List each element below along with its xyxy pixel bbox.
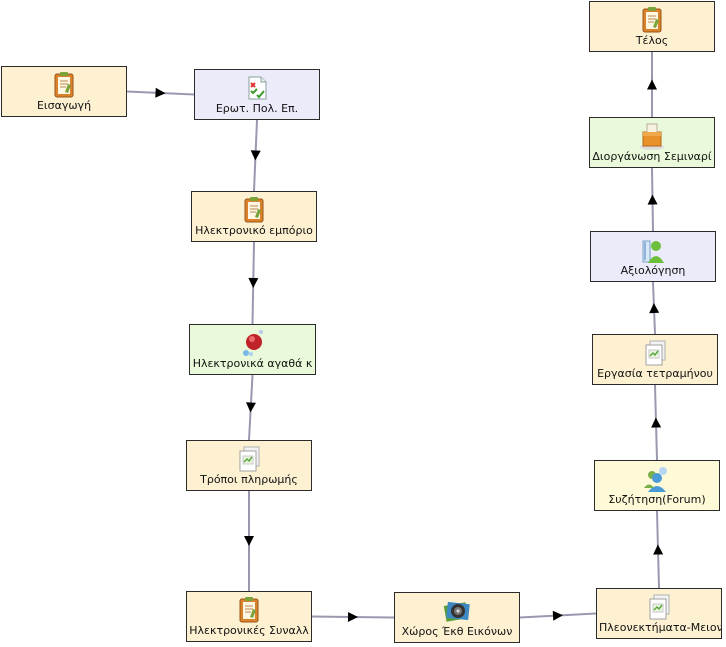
assessment-icon bbox=[639, 236, 667, 264]
node-etrans[interactable]: Ηλεκτρονικές Συναλλ bbox=[186, 591, 312, 642]
node-forum[interactable]: Συζήτηση(Forum) bbox=[594, 460, 720, 511]
arrowhead bbox=[647, 194, 658, 205]
node-ecommerce[interactable]: Ηλεκτρονικό εμπόριο bbox=[191, 191, 317, 242]
pages-icon bbox=[645, 593, 673, 621]
arrowhead bbox=[649, 303, 660, 314]
box-icon bbox=[638, 122, 666, 150]
arrowhead bbox=[248, 277, 259, 288]
node-label: Τρόποι πληρωμής bbox=[200, 473, 298, 486]
pages-icon bbox=[235, 445, 263, 473]
node-label: Πλεονεκτήματα-Μειον bbox=[599, 621, 721, 634]
node-egoods[interactable]: Ηλεκτρονικά αγαθά κ bbox=[189, 324, 316, 375]
document-icon bbox=[235, 596, 263, 624]
node-end[interactable]: Τέλος bbox=[589, 1, 715, 52]
node-label: Αξιολόγηση bbox=[620, 264, 686, 277]
node-label: Διοργάνωση Σεμιναρί bbox=[592, 150, 712, 163]
bubbles-icon bbox=[239, 329, 267, 357]
arrowhead bbox=[250, 150, 261, 161]
document-icon bbox=[638, 6, 666, 34]
document-icon bbox=[240, 196, 268, 224]
arrowhead bbox=[155, 87, 166, 98]
arrowhead bbox=[552, 610, 563, 621]
node-quiz[interactable]: Ερωτ. Πολ. Επ. bbox=[194, 69, 320, 120]
pages-icon bbox=[641, 339, 669, 367]
quiz-icon bbox=[243, 74, 271, 102]
node-assessment[interactable]: Αξιολόγηση bbox=[590, 231, 716, 282]
node-assignment[interactable]: Εργασία τετραμήνου bbox=[592, 334, 718, 385]
node-label: Εργασία τετραμήνου bbox=[597, 367, 713, 380]
node-intro[interactable]: Εισαγωγή bbox=[1, 66, 127, 117]
gallery-icon bbox=[443, 597, 471, 625]
arrowhead bbox=[653, 544, 664, 555]
node-label: Ηλεκτρονικές Συναλλ bbox=[189, 624, 309, 637]
node-label: Ηλεκτρονικά αγαθά κ bbox=[192, 357, 313, 370]
node-label: Ερωτ. Πολ. Επ. bbox=[215, 102, 299, 115]
arrowhead bbox=[651, 417, 662, 428]
arrowhead bbox=[647, 79, 657, 90]
document-icon bbox=[50, 71, 78, 99]
node-payment[interactable]: Τρόποι πληρωμής bbox=[186, 440, 312, 491]
node-label: Ηλεκτρονικό εμπόριο bbox=[195, 224, 313, 237]
arrowhead bbox=[347, 611, 358, 622]
node-label: Συζήτηση(Forum) bbox=[608, 493, 706, 506]
node-pros[interactable]: Πλεονεκτήματα-Μειον bbox=[596, 588, 722, 639]
arrowhead bbox=[244, 536, 254, 546]
node-label: Τέλος bbox=[635, 34, 669, 47]
node-label: Εισαγωγή bbox=[36, 99, 92, 112]
node-label: Χώρος Έκθ Εικόνων bbox=[401, 625, 513, 638]
node-gallery[interactable]: Χώρος Έκθ Εικόνων bbox=[394, 592, 520, 643]
forum-icon bbox=[643, 465, 671, 493]
node-seminar[interactable]: Διοργάνωση Σεμιναρί bbox=[589, 117, 715, 168]
arrowhead bbox=[246, 402, 257, 413]
